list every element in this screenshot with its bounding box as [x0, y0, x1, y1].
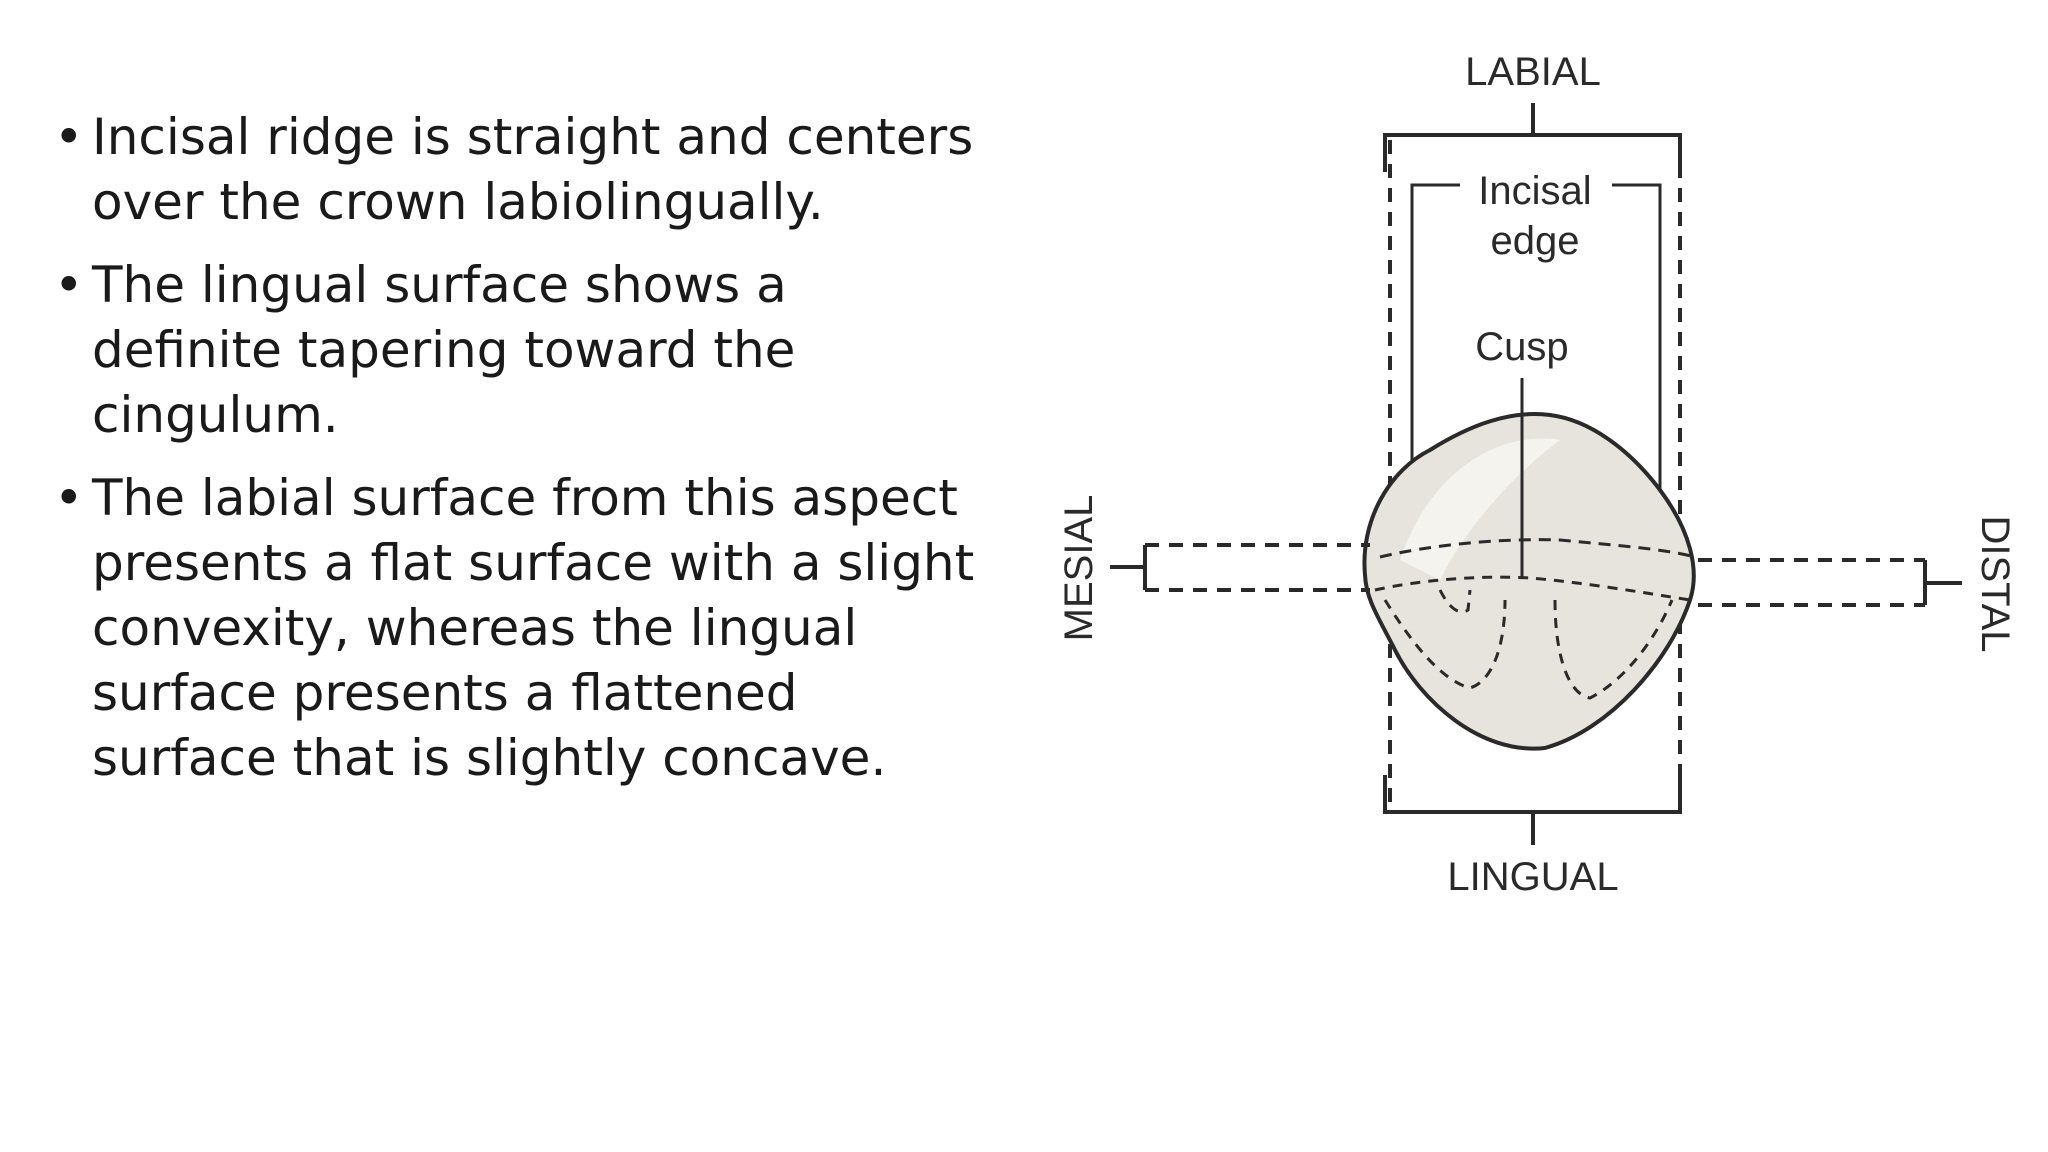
- distal-dashed-lines: [1698, 558, 1925, 607]
- distal-bracket: [1923, 560, 1962, 605]
- incisal-edge-bracket: [1410, 183, 1662, 560]
- bullet-text: The lingual surface shows a definite tap…: [92, 256, 796, 444]
- bullet-text: The labial surface from this aspect pres…: [92, 469, 975, 787]
- label-mesial: MESIAL: [1057, 495, 1101, 642]
- bullet-item: • The labial surface from this aspect pr…: [48, 466, 978, 791]
- bullet-list: • Incisal ridge is straight and centers …: [48, 105, 978, 809]
- label-lingual: LINGUAL: [1447, 855, 1618, 899]
- labial-bracket: [1383, 103, 1682, 172]
- mesial-bracket: [1110, 545, 1147, 590]
- bullet-item: • The lingual surface shows a definite t…: [48, 253, 978, 448]
- bullet-item: • Incisal ridge is straight and centers …: [48, 105, 978, 235]
- label-labial: LABIAL: [1465, 50, 1601, 94]
- cingulum-lines: [1374, 575, 1691, 700]
- tooth-shading: [1400, 438, 1560, 580]
- mesial-dashed-lines: [1145, 543, 1370, 592]
- bullet-dot: •: [54, 469, 84, 527]
- bullet-dot: •: [54, 256, 84, 314]
- bullet-text: Incisal ridge is straight and centers ov…: [92, 108, 974, 231]
- label-edge: edge: [1491, 219, 1580, 263]
- tooth-incisal-diagram: LABIAL LINGUAL Incisal edge Cusp MESIAL …: [1057, 50, 2017, 899]
- bullet-dot: •: [54, 108, 84, 166]
- lingual-bracket: [1383, 775, 1682, 845]
- label-incisal: Incisal: [1478, 169, 1591, 213]
- label-cusp: Cusp: [1475, 325, 1568, 369]
- outer-dashed-lines: [1388, 140, 1682, 808]
- incisal-edge-line: [1379, 538, 1696, 559]
- label-distal: DISTAL: [1973, 515, 2017, 652]
